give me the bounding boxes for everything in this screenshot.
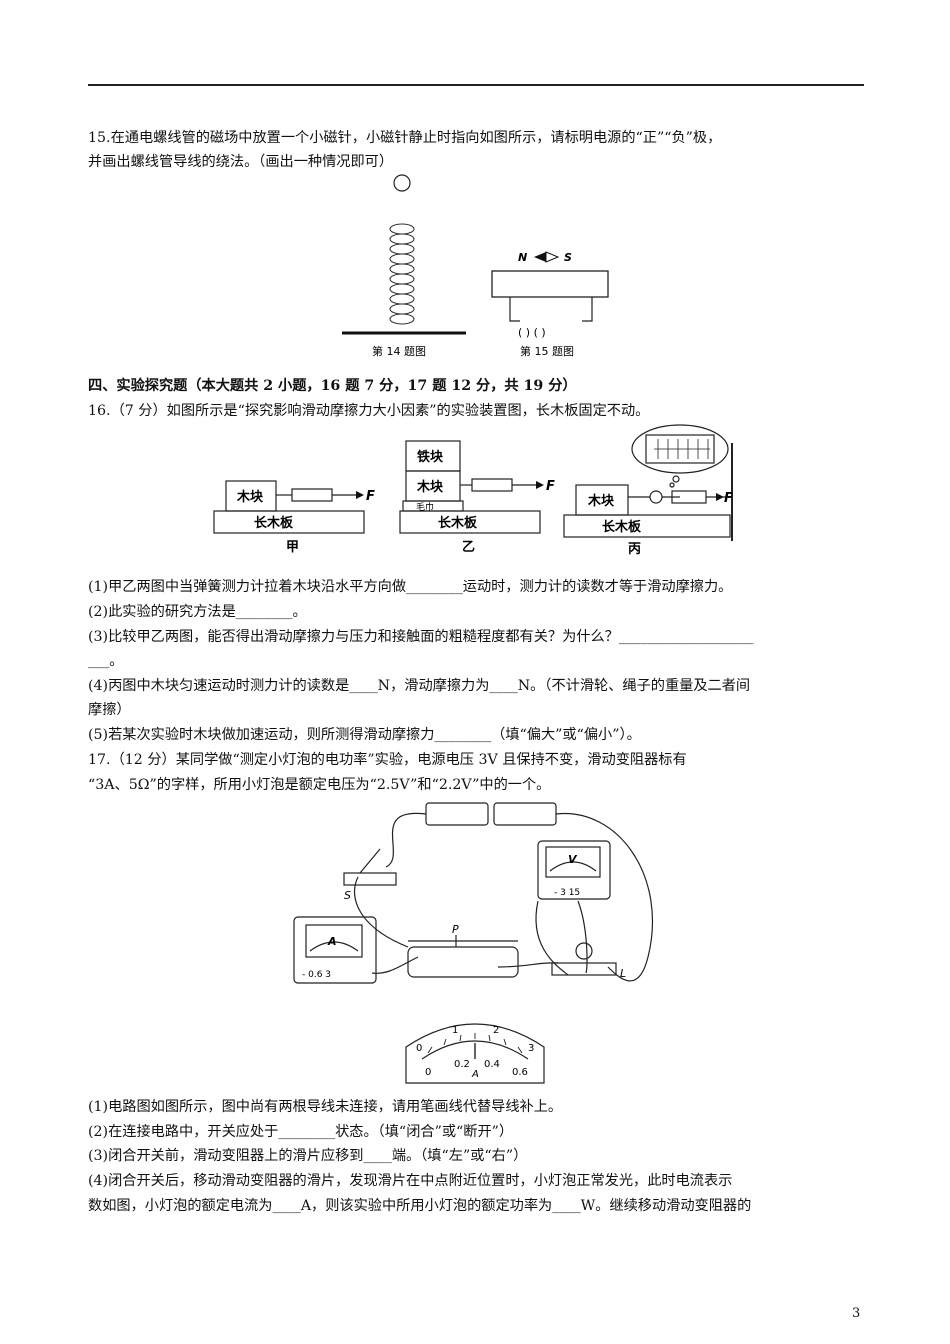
figure-label-jia: 甲 — [286, 540, 299, 555]
power-terminal-labels: ( ) ( ) — [518, 326, 546, 339]
dial-inner-1: 0.2 — [454, 1059, 470, 1070]
arrow-right-icon — [356, 491, 364, 499]
q15-line2: 并画出螺线管导线的绕法。（画出一种情况即可） — [88, 154, 394, 170]
fig14-caption: 第 14 题图 — [372, 344, 426, 358]
force-label-jia: F — [366, 489, 375, 504]
needle-n-label: N — [518, 251, 527, 264]
lamp-label: L — [620, 967, 626, 980]
fig15-caption: 第 15 题图 — [520, 344, 574, 358]
q17-item4-line2: 数如图，小灯泡的额定电流为____A，则该实验中所用小灯泡的额定功率为____W… — [88, 1198, 752, 1214]
section4-title: 四、实验探究题（本大题共 2 小题，16 题 7 分，17 题 12 分，共 1… — [88, 378, 577, 394]
block-label-jia: 木块 — [236, 489, 264, 505]
battery-icon — [425, 802, 489, 826]
figure-label-yi: 乙 — [462, 540, 475, 555]
dial-inner-3: 0.6 — [512, 1067, 528, 1078]
q17-intro-line2: “3A、5Ω”的字样，所用小灯泡是额定电压为“2.5V”和“2.2V”中的一个。 — [88, 777, 551, 793]
dial-outer-3: 3 — [528, 1043, 534, 1054]
header-rule — [88, 84, 864, 86]
q17-item1: (1)电路图如图所示，图中尚有两根导线未连接，请用笔画线代替导线补上。 — [88, 1099, 563, 1115]
q17-item3: (3)闭合开关前，滑动变阻器上的滑片应移到____端。（填“左”或“右”） — [88, 1148, 528, 1164]
q16-item1: (1)甲乙两图中当弹簧测力计拉着木块沿水平方向做________运动时，测力计的… — [88, 579, 733, 595]
battery-icon — [493, 802, 557, 826]
figure-label-bing: 丙 — [628, 542, 641, 557]
q16-item2: (2)此实验的研究方法是________。 — [88, 604, 307, 620]
board-label-bing: 长木板 — [602, 519, 642, 535]
arrow-right-icon — [536, 481, 544, 489]
dial-inner-0: 0 — [425, 1067, 431, 1078]
q17-intro-line1: 17.（12 分）某同学做“测定小灯泡的电功率”实验，电源电压 3V 且保持不变… — [88, 752, 687, 768]
spring-coil — [389, 223, 415, 325]
page-number: 3 — [852, 1306, 861, 1321]
q16-intro: 16.（7 分）如图所示是“探究影响滑动摩擦力大小因素”的实验装置图，长木板固定… — [88, 403, 650, 419]
ball-icon — [393, 174, 411, 192]
towel-label-yi: 毛巾 — [416, 501, 434, 513]
force-label-bing: F — [724, 491, 733, 506]
board-label-yi: 长木板 — [438, 515, 478, 531]
q14-q15-figure: 第 14 题图 N S ( ) ( ) 第 15 题图 — [340, 173, 610, 363]
dial-outer-1: 1 — [452, 1025, 458, 1036]
friction-experiment-figure: 木块 长木板 F 甲 铁块 木块 毛巾 长木板 F 乙 木块 长木板 F 丙 — [213, 424, 733, 557]
q16-item3-line1: (3)比较甲乙两图，能否得出滑动摩擦力与压力和接触面的粗糙程度都有关？为什么？_… — [88, 629, 754, 645]
q15-line1: 15.在通电螺线管的磁场中放置一个小磁针，小磁针静止时指向如图所示，请标明电源的… — [88, 130, 722, 146]
dial-outer-0: 0 — [416, 1043, 422, 1054]
circuit-figure: S V - 3 15 A - 0.6 3 P L 0 1 2 3 0 0.2 0… — [293, 802, 653, 1084]
arrow-right-icon — [716, 493, 724, 501]
voltmeter-label: V — [568, 853, 578, 866]
rheostat-slider-label: P — [452, 923, 459, 936]
q16-item5: (5)若某次实验时木块做加速运动，则所测得滑动摩擦力________（填“偏大”… — [88, 727, 641, 743]
dial-inner-2: 0.4 — [484, 1059, 500, 1070]
block-label-bing: 木块 — [587, 493, 615, 509]
ammeter-terminals: - 0.6 3 — [302, 970, 331, 980]
needle-s-label: S — [564, 251, 572, 264]
board-label-jia: 长木板 — [254, 515, 294, 531]
q16-item3-line2: ___。 — [88, 653, 124, 669]
dial-outer-2: 2 — [493, 1025, 499, 1036]
force-label-yi: F — [546, 479, 555, 494]
compass-needle-icon — [534, 252, 546, 262]
voltmeter-terminals: - 3 15 — [554, 888, 580, 898]
block-label-yi: 木块 — [416, 479, 444, 495]
q17-item2: (2)在连接电路中，开关应处于________状态。（填“闭合”或“断开”） — [88, 1124, 514, 1140]
dial-unit-label: A — [471, 1069, 479, 1080]
solenoid-body — [491, 270, 609, 298]
iron-label-yi: 铁块 — [416, 449, 444, 465]
spring-scale-ticks — [654, 439, 710, 459]
ammeter-label: A — [327, 935, 337, 948]
q16-item4-line1: (4)丙图中木块匀速运动时测力计的读数是____N，滑动摩擦力为____N。（不… — [88, 678, 751, 694]
q17-item4-line1: (4)闭合开关后，移动滑动变阻器的滑片，发现滑片在中点附近位置时，小灯泡正常发光… — [88, 1173, 733, 1189]
q16-item4-line2: 摩擦） — [88, 702, 131, 718]
switch-label: S — [344, 889, 351, 902]
